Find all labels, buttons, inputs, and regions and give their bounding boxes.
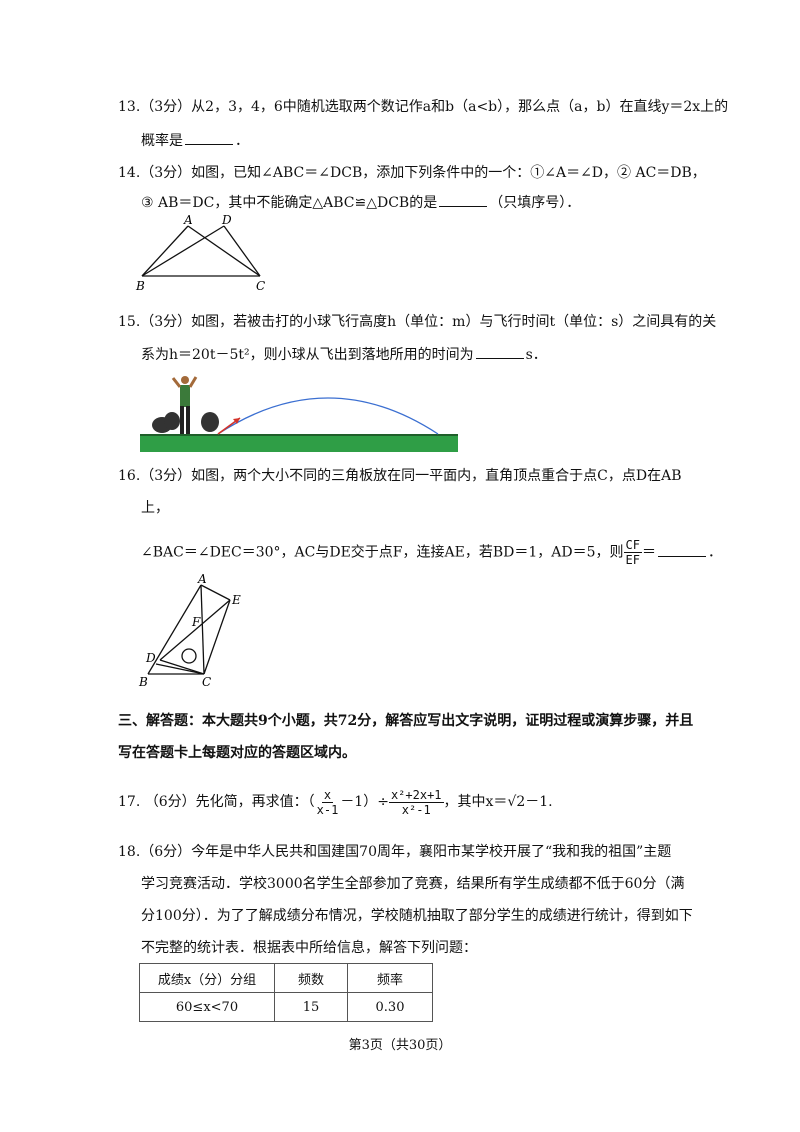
label-b: B xyxy=(138,675,148,689)
q14-line2: ③ AB＝DC，其中不能确定△ABC≌△DCB的是 （只填序号）． xyxy=(141,192,580,213)
golf-ball-figure xyxy=(140,376,458,452)
q13-line2: 概率是 ． xyxy=(141,130,249,151)
q18-line3: 分100分）．为了了解成绩分布情况，学校随机抽取了部分学生的成绩进行统计，得到如… xyxy=(141,908,693,924)
answer-blank xyxy=(475,344,524,359)
answer-blank xyxy=(439,192,488,207)
q13-line1: 13.（3分）从2，3，4，6中随机选取两个数记作a和b（a<b），那么点（a，… xyxy=(118,99,729,115)
q17-suffix: ，其中x＝√2－1. xyxy=(443,794,553,810)
label-a: A xyxy=(183,213,193,227)
q17-prefix: 17. （6分）先化简，再求值：（ xyxy=(118,794,315,810)
bush-icon xyxy=(152,412,219,433)
grass xyxy=(140,435,458,452)
q14-line2-suffix: （只填序号）． xyxy=(489,195,581,211)
section3-heading-line1: 三、解答题：本大题共9个小题，共72分，解答应写出文字说明，证明过程或演算步骤，… xyxy=(118,713,694,729)
table-header-cell: 频率 xyxy=(347,963,433,993)
page-footer: 第3页（共30页） xyxy=(348,1038,452,1053)
q13-line2-suffix: ． xyxy=(235,133,249,149)
q14-line1: 14.（3分）如图，已知∠ABC＝∠DCB，添加下列条件中的一个：①∠A＝∠D，… xyxy=(118,165,706,181)
table-row: 60≤x<70 15 0.30 xyxy=(139,992,433,1022)
label-c: C xyxy=(256,279,265,293)
golfer-icon xyxy=(171,376,198,434)
label-d: D xyxy=(145,651,156,665)
answer-blank xyxy=(185,130,233,145)
label-f: F xyxy=(191,615,201,629)
table-cell: 0.30 xyxy=(347,992,433,1022)
q15-line2: 系为h＝20t－5t²，则小球从飞出到落地所用的时间为 s． xyxy=(141,344,547,365)
q16-line1: 16.（3分）如图，两个大小不同的三角板放在同一平面内，直角顶点重合于点C，点D… xyxy=(118,468,682,484)
label-c: C xyxy=(202,675,211,689)
ball-trajectory xyxy=(217,397,439,435)
q16-line3-end: ． xyxy=(707,544,722,561)
score-frequency-table: 成绩x（分）分组 频数 频率 60≤x<70 15 0.30 xyxy=(139,963,433,1022)
q18-line2: 学习竞赛活动．学校3000名学生全部参加了竞赛，结果所有学生成绩都不低于60分（… xyxy=(141,876,685,892)
q16-line2: 上， xyxy=(141,500,169,516)
q18-line4: 不完整的统计表．根据表中所给信息，解答下列问题： xyxy=(141,940,477,956)
label-e: E xyxy=(231,593,241,607)
label-a: A xyxy=(197,572,207,586)
label-d: D xyxy=(221,213,232,227)
q15-line1: 15.（3分）如图，若被击打的小球飞行高度h（单位：m）与飞行时间t（单位：s）… xyxy=(118,314,717,330)
q14-triangle-figure: A D B C xyxy=(135,213,265,293)
q15-line2-prefix: 系为h＝20t－5t²，则小球从飞出到落地所用的时间为 xyxy=(141,347,474,363)
table-header-cell: 频数 xyxy=(274,963,348,993)
table-header-row: 成绩x（分）分组 频数 频率 xyxy=(139,963,433,993)
label-b: B xyxy=(135,279,145,293)
q18-line1: 18.（6分）今年是中华人民共和国建国70周年，襄阳市某学校开展了“我和我的祖国… xyxy=(118,844,672,860)
q15-line2-suffix: s． xyxy=(525,347,547,363)
q16-equals: ＝ xyxy=(641,544,656,561)
table-cell: 60≤x<70 xyxy=(139,992,275,1022)
table-header-cell: 成绩x（分）分组 xyxy=(139,963,275,993)
q13-line2-prefix: 概率是 xyxy=(141,133,183,149)
q16-line3: ∠BAC＝∠DEC＝30°，AC与DE交于点F，连接AE，若BD＝1，AD＝5，… xyxy=(141,538,722,567)
section3-heading-line2: 写在答题卡上每题对应的答题区域内。 xyxy=(118,745,356,761)
q17-mid: －1）÷ xyxy=(340,794,389,810)
q16-triangle-figure: A E F D B C xyxy=(138,572,241,689)
table-cell: 15 xyxy=(274,992,348,1022)
answer-blank xyxy=(657,542,706,557)
q14-line2-prefix: ③ AB＝DC，其中不能确定△ABC≌△DCB的是 xyxy=(141,195,438,211)
q16-line3-prefix: ∠BAC＝∠DEC＝30°，AC与DE交于点F，连接AE，若BD＝1，AD＝5，… xyxy=(141,544,624,561)
